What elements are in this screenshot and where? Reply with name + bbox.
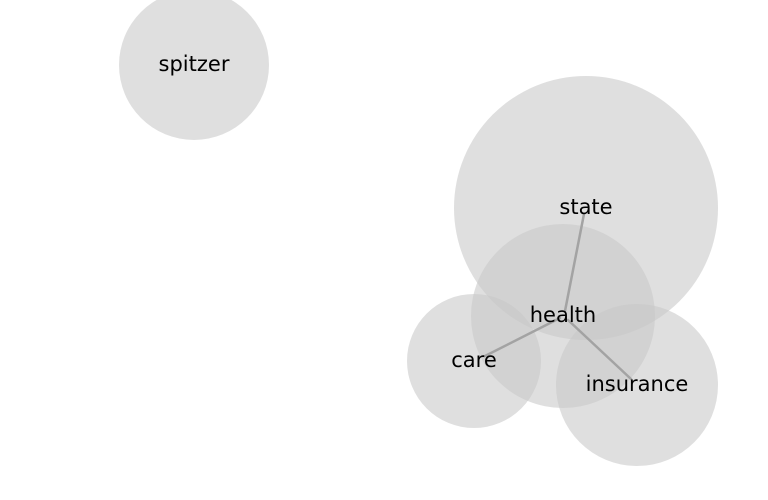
node-circle-insurance bbox=[556, 304, 718, 466]
edge-lines bbox=[483, 212, 633, 381]
node-label-health: health bbox=[530, 303, 596, 327]
node-labels: spitzer state health care insurance bbox=[159, 52, 689, 396]
node-label-state: state bbox=[559, 195, 612, 219]
edge-health-insurance bbox=[566, 318, 633, 381]
node-circle-care bbox=[407, 294, 541, 428]
node-label-spitzer: spitzer bbox=[159, 52, 230, 76]
node-label-insurance: insurance bbox=[586, 372, 689, 396]
edge-health-care bbox=[483, 316, 562, 358]
edge-health-state bbox=[563, 212, 586, 313]
node-circle-spitzer bbox=[119, 0, 269, 140]
node-circles bbox=[119, 0, 718, 466]
node-label-care: care bbox=[451, 348, 497, 372]
